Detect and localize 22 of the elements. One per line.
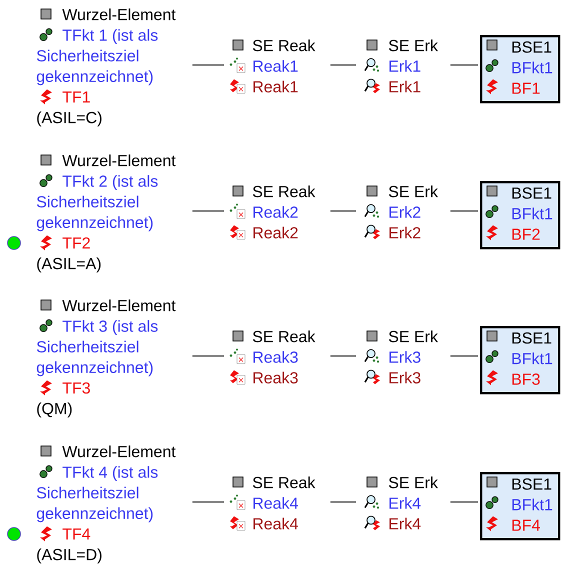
- connector-line: [330, 64, 356, 66]
- tree-item: SE Reak Reak3 Reak3: [252, 330, 316, 384]
- tree-item: SE Erk Erk3 Erk3: [388, 330, 438, 384]
- tree-item: SE Reak Reak2 Reak2: [252, 186, 316, 238]
- element-box: BSE1 BFkt1 BF4: [480, 472, 560, 540]
- element-box: BSE1 BFkt1 BF2: [480, 181, 560, 250]
- connector-line: [330, 210, 356, 212]
- connector-line: [450, 210, 478, 212]
- tree-item: SE Erk Erk4 Erk4: [388, 476, 438, 530]
- tree-item: SE Erk Erk2 Erk2: [388, 186, 438, 238]
- tree-item: Wurzel-Element TFkt 2 (ist als Sicherheitsziel gekennzeichnet) TF2 (ASIL=A): [36, 154, 176, 272]
- connector-line: [450, 64, 478, 66]
- connector-line: [192, 210, 224, 212]
- tree-item: Wurzel-Element TFkt 4 (ist als Sicherheitsziel gekennzeichnet) TF4 (ASIL=D): [36, 446, 176, 564]
- tree-item: SE Reak Reak1 Reak1: [252, 40, 316, 92]
- tree-item: SE Erk Erk1 Erk1: [388, 40, 438, 92]
- tree-item: SE Reak Reak4 Reak4: [252, 476, 316, 530]
- connector-line: [192, 64, 224, 66]
- element-box: BSE1 BFkt1 BF1: [480, 35, 560, 104]
- tree-item: Wurzel-Element TFkt 1 (ist als Sicherheitsziel gekennzeichnet) TF1 (ASIL=C): [36, 8, 176, 126]
- tree-item: Wurzel-Element TFkt 3 (ist als Sicherheitsziel gekennzeichnet) TF3 (QM): [36, 300, 176, 418]
- element-box: BSE1 BFkt1 BF3: [480, 326, 560, 394]
